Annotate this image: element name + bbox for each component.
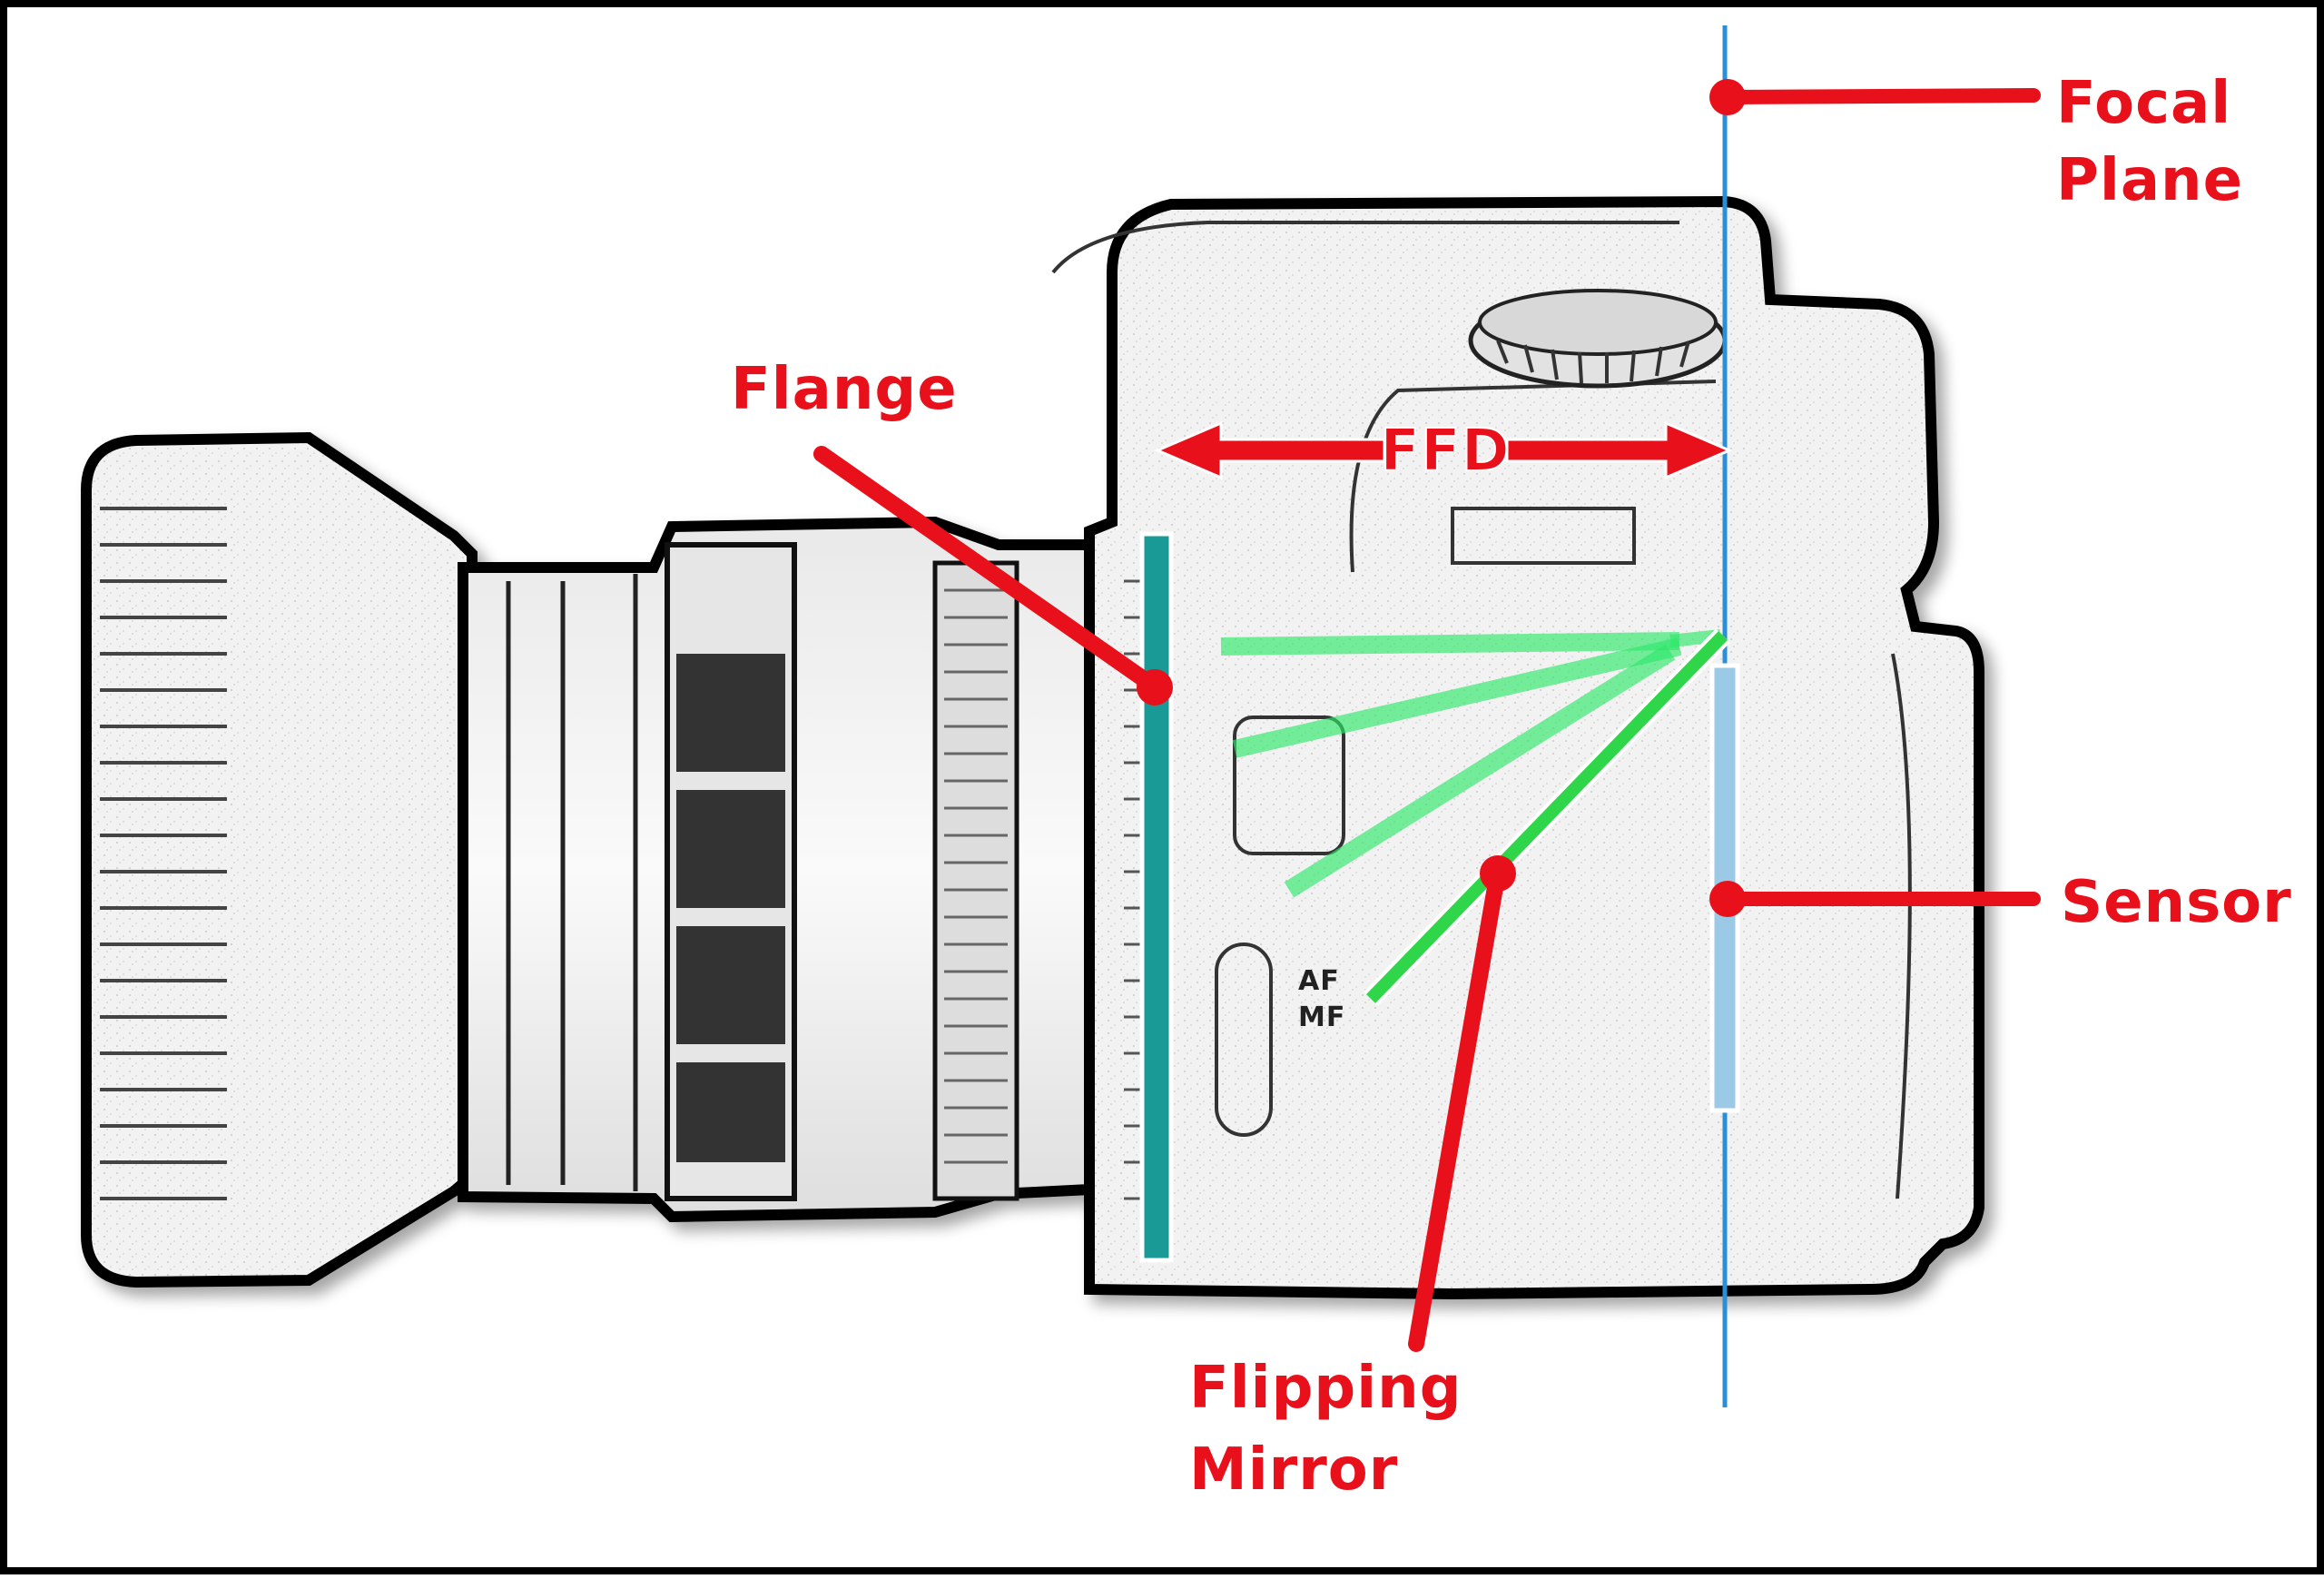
flange-bar (1139, 531, 1174, 1263)
lens-hood (81, 431, 478, 1288)
focal-plane-callout (1709, 79, 2041, 115)
aperture-ring (932, 560, 1019, 1201)
sensor-label: Sensor (2061, 869, 2292, 936)
light-rays (1220, 629, 1721, 898)
hood-ribs (100, 507, 227, 1200)
focal-plane-label-line1: Focal (2056, 70, 2231, 137)
flipping-mirror (1365, 631, 1728, 1003)
af-label: AF (1298, 965, 1340, 997)
focal-plane-label-line2: Plane (2056, 147, 2243, 214)
mirror-label-line1: Flipping (1189, 1355, 1462, 1422)
ffd-arrow (1154, 420, 1733, 480)
mirror-label-line2: Mirror (1189, 1436, 1398, 1504)
sensor-callout (1709, 881, 2041, 917)
mirror-callout (1408, 855, 1516, 1352)
flange-label: Flange (731, 356, 958, 423)
focus-ring (665, 542, 797, 1201)
mode-dial-icon (1468, 289, 1728, 389)
mf-label: MF (1298, 1002, 1345, 1033)
lens-rings (506, 574, 638, 1191)
camera-body (1084, 195, 1984, 1300)
ffd-label: FFD (1380, 418, 1511, 485)
flange-callout (813, 446, 1173, 706)
